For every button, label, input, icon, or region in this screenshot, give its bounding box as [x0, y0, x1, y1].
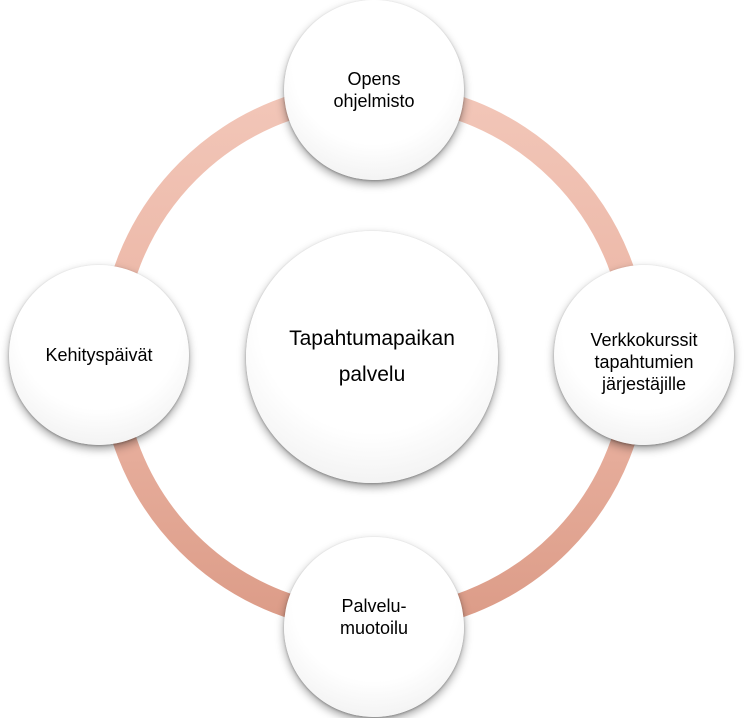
- center-node-label: Tapahtumapaikan palvelu: [289, 327, 455, 386]
- node-kehityspaivat: Kehityspäivät: [9, 265, 189, 445]
- node-palvelumuotoilu: Palvelu- muotoilu: [284, 537, 464, 717]
- node-right-label: Verkkokurssit tapahtumien järjestäjille: [590, 330, 698, 394]
- center-node: Tapahtumapaikan palvelu: [246, 231, 498, 483]
- node-bottom-label: Palvelu- muotoilu: [339, 596, 409, 638]
- node-top-label: Opens ohjelmisto: [333, 69, 415, 111]
- node-opens-ohjelmisto: Opens ohjelmisto: [284, 0, 464, 180]
- node-verkkokurssit: Verkkokurssit tapahtumien järjestäjille: [554, 265, 734, 445]
- node-left-label: Kehityspäivät: [45, 345, 153, 365]
